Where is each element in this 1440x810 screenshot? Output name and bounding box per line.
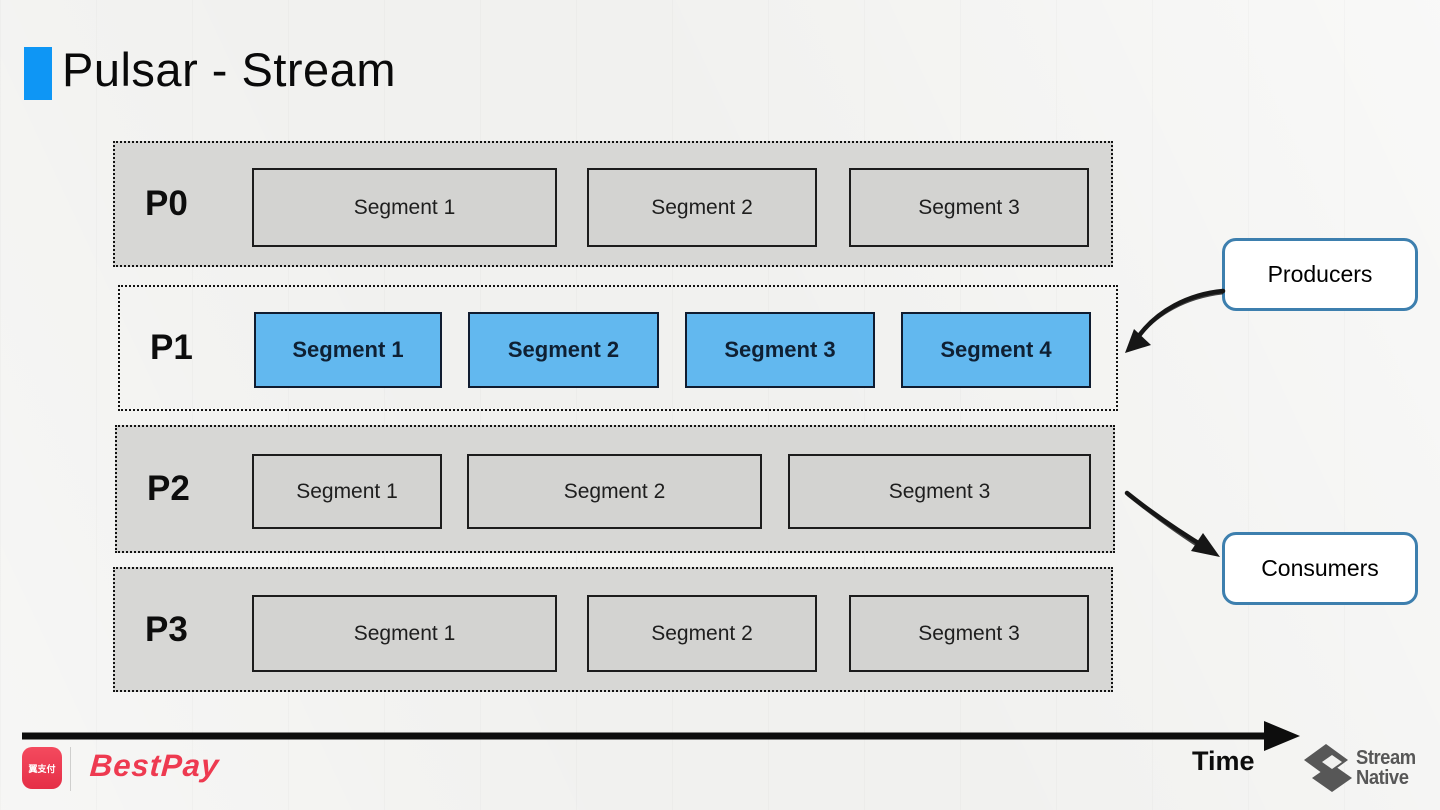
producer-arrow <box>1125 288 1226 353</box>
partition-row-p1: P1 Segment 1 Segment 2 Segment 3 Segment… <box>118 285 1118 411</box>
streamnative-logo: Stream Native <box>1302 739 1438 797</box>
partition-label: P3 <box>145 609 188 649</box>
segment-box: Segment 2 <box>468 312 659 388</box>
segment-box: Segment 1 <box>252 168 557 247</box>
streamnative-text-stream: Stream <box>1356 747 1416 769</box>
segment-box: Segment 2 <box>587 595 817 672</box>
partition-row-p2: P2 Segment 1 Segment 2 Segment 3 <box>115 425 1115 553</box>
segment-box: Segment 1 <box>254 312 442 388</box>
time-label: Time <box>1192 746 1255 776</box>
segment-box: Segment 3 <box>849 168 1089 247</box>
time-axis <box>22 721 1300 751</box>
partition-label: P2 <box>147 469 190 508</box>
segment-box: Segment 3 <box>685 312 875 388</box>
segment-box: Segment 2 <box>467 454 762 529</box>
consumer-arrow <box>1124 490 1220 557</box>
streamnative-text-native: Native <box>1356 767 1409 789</box>
page-title: Pulsar - Stream <box>62 43 396 96</box>
segment-box: Segment 4 <box>901 312 1091 388</box>
segment-box: Segment 1 <box>252 454 442 529</box>
partition-label: P1 <box>150 328 193 367</box>
bestpay-logo-icon: 翼支付 <box>22 747 62 789</box>
bestpay-logo-text: BestPay <box>88 748 221 783</box>
streamnative-logo-icon <box>1304 744 1352 792</box>
consumers-box: Consumers <box>1222 532 1418 605</box>
title-accent-bar <box>24 47 52 100</box>
segment-box: Segment 2 <box>587 168 817 247</box>
segment-box: Segment 1 <box>252 595 557 672</box>
logo-divider <box>70 747 71 791</box>
partition-row-p3: P3 Segment 1 Segment 2 Segment 3 <box>113 567 1113 692</box>
segment-box: Segment 3 <box>849 595 1089 672</box>
partition-row-p0: P0 Segment 1 Segment 2 Segment 3 <box>113 141 1113 267</box>
partition-label: P0 <box>145 184 188 223</box>
segment-box: Segment 3 <box>788 454 1091 529</box>
producers-box: Producers <box>1222 238 1418 311</box>
